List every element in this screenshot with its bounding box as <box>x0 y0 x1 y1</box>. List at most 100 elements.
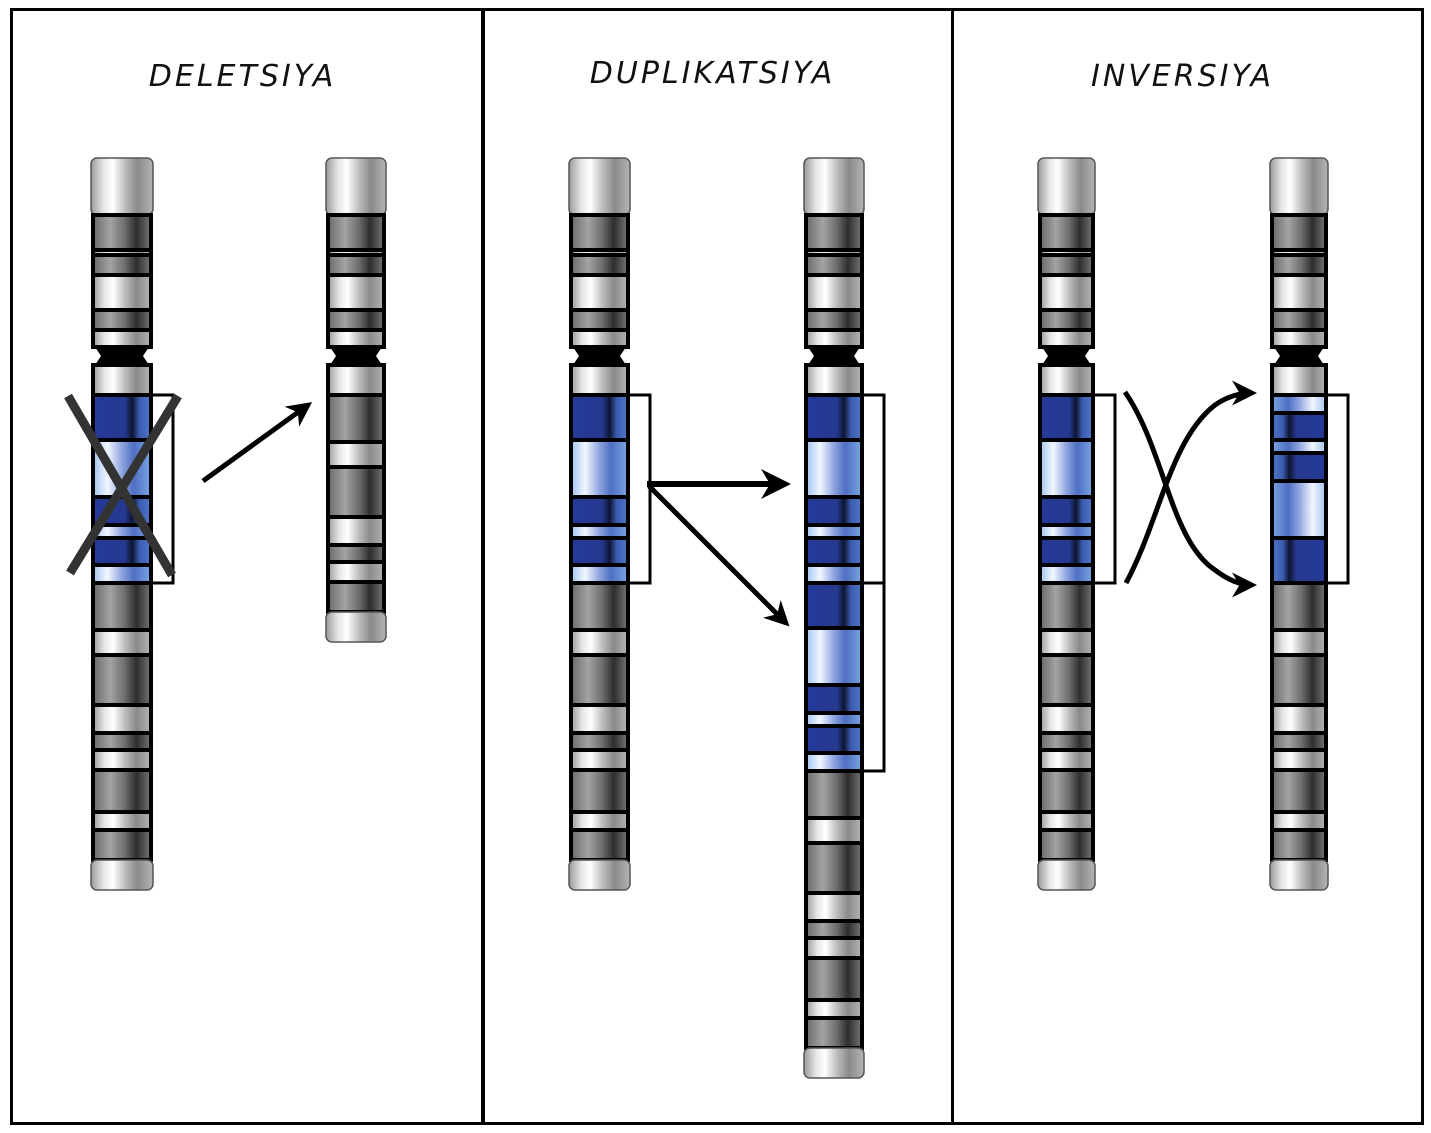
chromosome-band <box>1270 731 1328 752</box>
chromosome-band <box>1038 213 1095 252</box>
inversion-result-chromosome <box>1269 157 1350 891</box>
deletion-original-chromosome <box>90 157 175 891</box>
telomere-cap <box>325 157 387 216</box>
chromosome-band <box>91 703 153 735</box>
chromosome-band <box>569 213 630 252</box>
chromosome-band <box>326 465 386 519</box>
chromosome-band <box>804 253 864 277</box>
chromosome-band <box>91 328 153 349</box>
chromosome-band <box>1270 328 1328 349</box>
panel-title-deletion: DELETSIYA <box>148 59 337 94</box>
chromosome-band <box>569 308 630 332</box>
chromosome-band <box>569 768 630 814</box>
segment-band <box>569 393 630 442</box>
panel-title-inversion: INVERSIYA <box>1090 59 1275 94</box>
segment-band <box>1038 495 1095 527</box>
chromosome-band <box>91 768 153 814</box>
chromosome-band <box>1038 581 1095 632</box>
segment-band <box>569 536 630 567</box>
segment-band <box>804 495 864 527</box>
chromosome-band <box>804 1016 864 1050</box>
deletion-result-chromosome <box>325 157 387 643</box>
chromosome-band <box>91 363 153 397</box>
chromosome-band <box>569 731 630 752</box>
chromosome-band <box>569 748 630 772</box>
duplication-original-chromosome <box>568 157 652 891</box>
arrow-icon <box>201 402 313 484</box>
chromosome-band <box>91 253 153 277</box>
segment-band <box>1038 438 1095 499</box>
chromosome-band <box>1038 731 1095 752</box>
chromosome-band <box>91 213 153 252</box>
chromosome-band <box>1038 363 1095 397</box>
segment-band <box>1270 411 1328 442</box>
segment-band <box>804 683 864 715</box>
chromosome-band <box>326 328 386 349</box>
segment-band <box>569 563 630 585</box>
segment-band <box>91 563 153 585</box>
chromosome-band <box>1270 748 1328 772</box>
chromosome-band <box>569 703 630 735</box>
chromosome-band <box>804 891 864 923</box>
segment-band <box>91 393 153 442</box>
arrow-icon <box>647 484 790 627</box>
segment-band <box>1038 393 1095 442</box>
segment-bracket <box>151 393 175 585</box>
chromosome-band <box>326 515 386 547</box>
telomere-cap <box>803 157 865 216</box>
chromosome-band <box>1038 828 1095 862</box>
chromosome-band <box>1038 768 1095 814</box>
telomere-cap <box>568 859 631 891</box>
chromosome-band <box>326 213 386 252</box>
chromosome-band <box>804 936 864 960</box>
chromosome-band <box>804 328 864 349</box>
chromosome-band <box>1038 810 1095 832</box>
chromosome-band <box>1270 273 1328 312</box>
telomere-cap <box>1037 859 1096 891</box>
segment-bracket <box>628 393 652 585</box>
chromosome-band <box>1270 213 1328 252</box>
telomere-cap <box>803 1047 865 1079</box>
chromosome-band <box>1270 828 1328 862</box>
centromere <box>808 347 860 365</box>
chromosome-band <box>326 273 386 312</box>
chromosome-band <box>1038 748 1095 772</box>
chromosome-band <box>91 581 153 632</box>
chromosome-band <box>91 628 153 657</box>
chromosome-band <box>804 956 864 1002</box>
centromere <box>1274 347 1324 365</box>
segment-bracket <box>862 581 886 773</box>
chromosome-band <box>91 828 153 862</box>
segment-band <box>569 438 630 499</box>
chromosome-band <box>804 273 864 312</box>
segment-band <box>1270 451 1328 483</box>
telomere-cap <box>1269 859 1329 891</box>
segment-band <box>804 563 864 585</box>
chromosome-band <box>804 363 864 397</box>
chromosome-band <box>569 810 630 832</box>
chromosome-band <box>91 748 153 772</box>
chromosome-band <box>1270 253 1328 277</box>
telomere-cap <box>1269 157 1329 216</box>
telomere-cap <box>568 157 631 216</box>
curved-arrow-icon <box>1123 380 1257 585</box>
centromere <box>95 347 149 365</box>
chromosome-band <box>326 560 386 584</box>
segment-band <box>569 495 630 527</box>
chromosome-band <box>1270 581 1328 632</box>
segment-band <box>804 626 864 687</box>
segment-band <box>1270 393 1328 415</box>
centromere <box>573 347 626 365</box>
chromosome-band <box>326 580 386 614</box>
chromosome-band <box>91 653 153 707</box>
segment-band <box>1270 536 1328 585</box>
chromosome-band <box>569 828 630 862</box>
chromosome-band <box>569 653 630 707</box>
chromosome-band <box>804 816 864 845</box>
cross-out-line <box>66 393 182 576</box>
chromosome-band <box>569 253 630 277</box>
panel-inversion: INVERSIYA <box>951 8 1424 1125</box>
segment-band <box>91 536 153 567</box>
segment-band <box>1038 563 1095 585</box>
